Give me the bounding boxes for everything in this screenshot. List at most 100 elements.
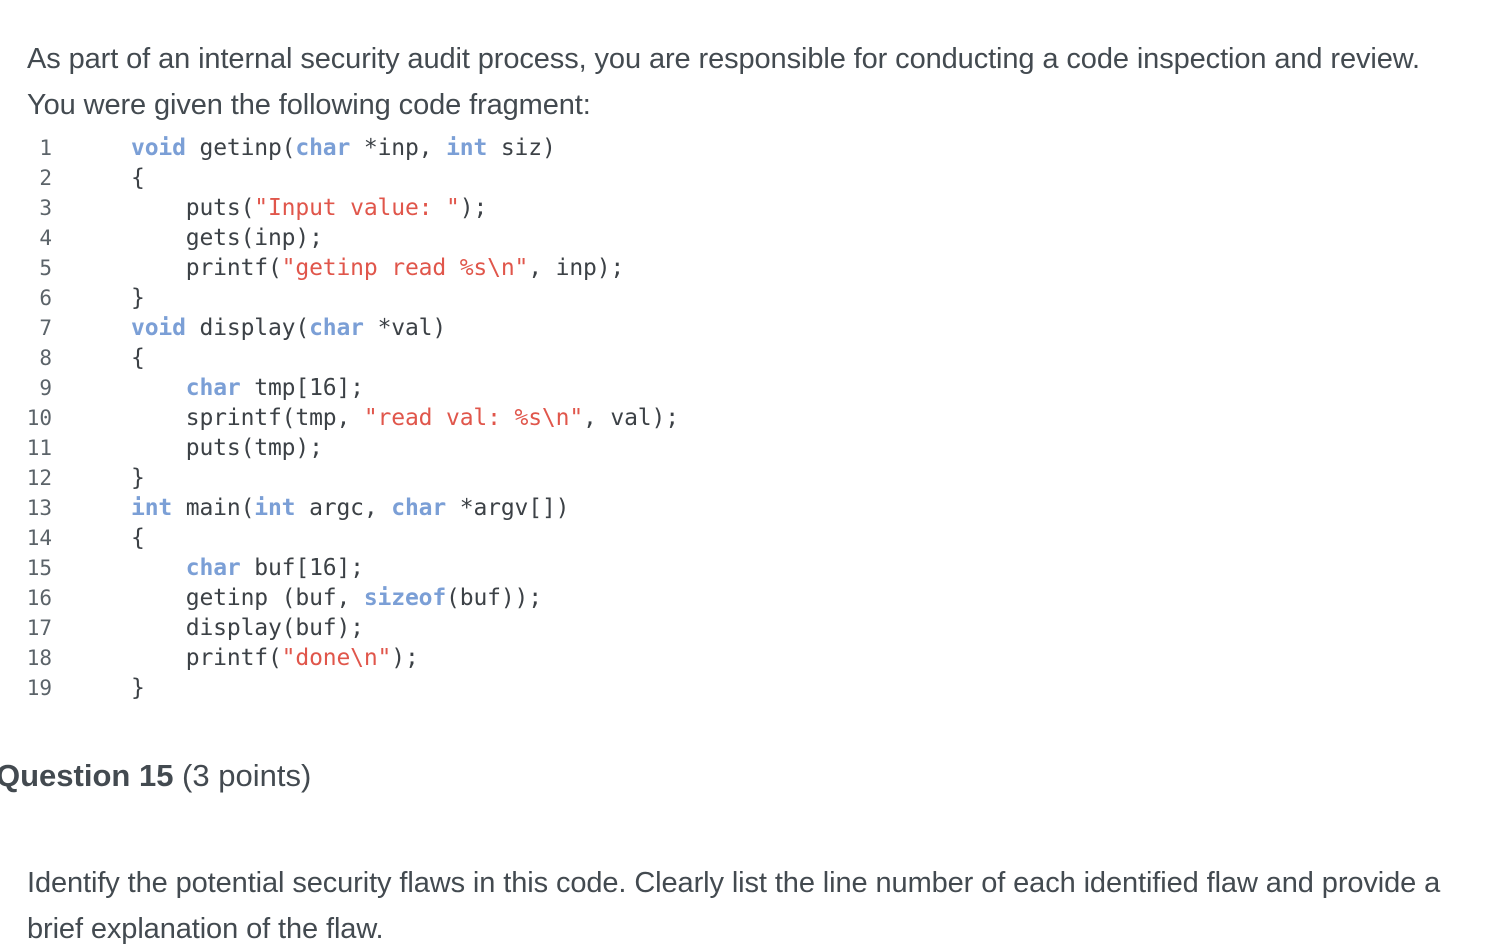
code-line-content: puts(tmp);: [52, 433, 679, 463]
code-plain: , inp);: [528, 255, 625, 281]
code-plain: argc,: [295, 495, 392, 521]
question-points: (3 points): [173, 758, 312, 793]
code-line-number: 1: [39, 136, 52, 160]
code-keyword: sizeof: [363, 585, 447, 611]
code-plain: buf[16];: [240, 555, 364, 581]
code-keyword: char: [185, 375, 241, 401]
code-line-content: printf("done\n");: [52, 643, 679, 673]
code-plain: {: [131, 525, 145, 551]
code-line-content: display(buf);: [52, 613, 679, 643]
code-plain: }: [131, 465, 145, 491]
code-line-number: 5: [39, 256, 52, 280]
code-plain: main(: [172, 495, 255, 521]
code-line-content: sprintf(tmp, "read val: %s\n", val);: [52, 403, 679, 433]
code-string: "Input value: ": [254, 195, 460, 221]
code-line: 2{: [0, 163, 679, 193]
code-line-number: 3: [39, 196, 52, 220]
code-line: 4 gets(inp);: [0, 223, 679, 253]
code-plain: [131, 375, 186, 401]
code-keyword: void: [131, 135, 186, 161]
code-line: 18 printf("done\n");: [0, 643, 679, 673]
code-keyword: char: [295, 135, 351, 161]
code-line-content: puts("Input value: ");: [52, 193, 679, 223]
code-plain: printf(: [131, 255, 282, 281]
question-heading: Question 15 (3 points): [0, 756, 311, 796]
code-line-content: gets(inp);: [52, 223, 679, 253]
code-line-content: void display(char *val): [52, 313, 679, 343]
code-line: 6}: [0, 283, 679, 313]
code-string: "getinp read %s\n": [281, 255, 529, 281]
code-line-number: 7: [39, 316, 52, 340]
code-plain: (buf));: [446, 585, 542, 611]
code-line: 19}: [0, 673, 679, 703]
code-plain: printf(: [131, 645, 282, 671]
code-plain: *inp,: [350, 135, 447, 161]
code-line: 8{: [0, 343, 679, 373]
code-line-number: 11: [26, 436, 52, 460]
code-plain: gets(inp);: [131, 225, 323, 251]
code-line-number: 18: [26, 646, 52, 670]
code-line: 3 puts("Input value: ");: [0, 193, 679, 223]
code-string: "done\n": [281, 645, 392, 671]
code-line: 1 void getinp(char *inp, int siz): [0, 133, 679, 163]
code-line: 9 char tmp[16];: [0, 373, 679, 403]
code-line-number: 16: [26, 586, 52, 610]
code-line: 16 getinp (buf, sizeof(buf));: [0, 583, 679, 613]
code-plain: }: [131, 285, 145, 311]
code-plain: getinp(: [185, 135, 296, 161]
code-line-number: 14: [26, 526, 52, 550]
code-line-content: printf("getinp read %s\n", inp);: [52, 253, 679, 283]
code-plain: sprintf(tmp,: [131, 405, 364, 431]
code-line: 17 display(buf);: [0, 613, 679, 643]
code-keyword: void: [131, 315, 186, 341]
code-plain: *val): [363, 315, 447, 341]
code-line-number: 9: [39, 376, 52, 400]
code-line-number: 15: [26, 556, 52, 580]
code-line: 5 printf("getinp read %s\n", inp);: [0, 253, 679, 283]
code-plain: display(: [185, 315, 310, 341]
code-plain: {: [131, 345, 145, 371]
question-title: Question 15: [0, 758, 174, 793]
code-line: 12}: [0, 463, 679, 493]
code-plain: );: [459, 195, 488, 221]
code-line-content: getinp (buf, sizeof(buf));: [52, 583, 679, 613]
code-keyword: int: [131, 495, 173, 521]
code-line-number: 19: [26, 676, 52, 700]
code-line-number: 17: [26, 616, 52, 640]
code-plain: [131, 555, 186, 581]
code-plain: );: [391, 645, 419, 671]
code-line: 14 {: [0, 523, 679, 553]
code-keyword: char: [309, 315, 364, 341]
code-line-content: }: [52, 283, 679, 313]
code-line-number: 6: [39, 286, 52, 310]
code-plain: *argv[]): [446, 495, 570, 521]
code-plain: , val);: [583, 405, 679, 431]
code-line-content: int main(int argc, char *argv[]): [52, 493, 679, 523]
code-plain: siz): [487, 135, 556, 161]
code-line-content: }: [52, 463, 679, 493]
code-line-number: 12: [26, 466, 52, 490]
code-line: 10 sprintf(tmp, "read val: %s\n", val);: [0, 403, 679, 433]
code-line-content: }: [52, 673, 679, 703]
code-plain: puts(: [131, 195, 255, 221]
question-body-text: Identify the potential security flaws in…: [27, 867, 1441, 945]
code-line-content: {: [52, 523, 679, 553]
code-line: 11 puts(tmp);: [0, 433, 679, 463]
code-line-content: char tmp[16];: [52, 373, 679, 403]
code-keyword: char: [185, 555, 241, 581]
code-line-number: 8: [39, 346, 52, 370]
intro-paragraph: As part of an internal security audit pr…: [27, 43, 1420, 121]
code-line: 15 char buf[16];: [0, 553, 679, 583]
code-line-content: {: [52, 163, 679, 193]
code-plain: tmp[16];: [240, 375, 364, 401]
code-plain: display(buf);: [131, 615, 364, 641]
code-keyword: int: [446, 135, 488, 161]
code-line-number: 10: [26, 406, 52, 430]
code-plain: }: [131, 675, 145, 701]
